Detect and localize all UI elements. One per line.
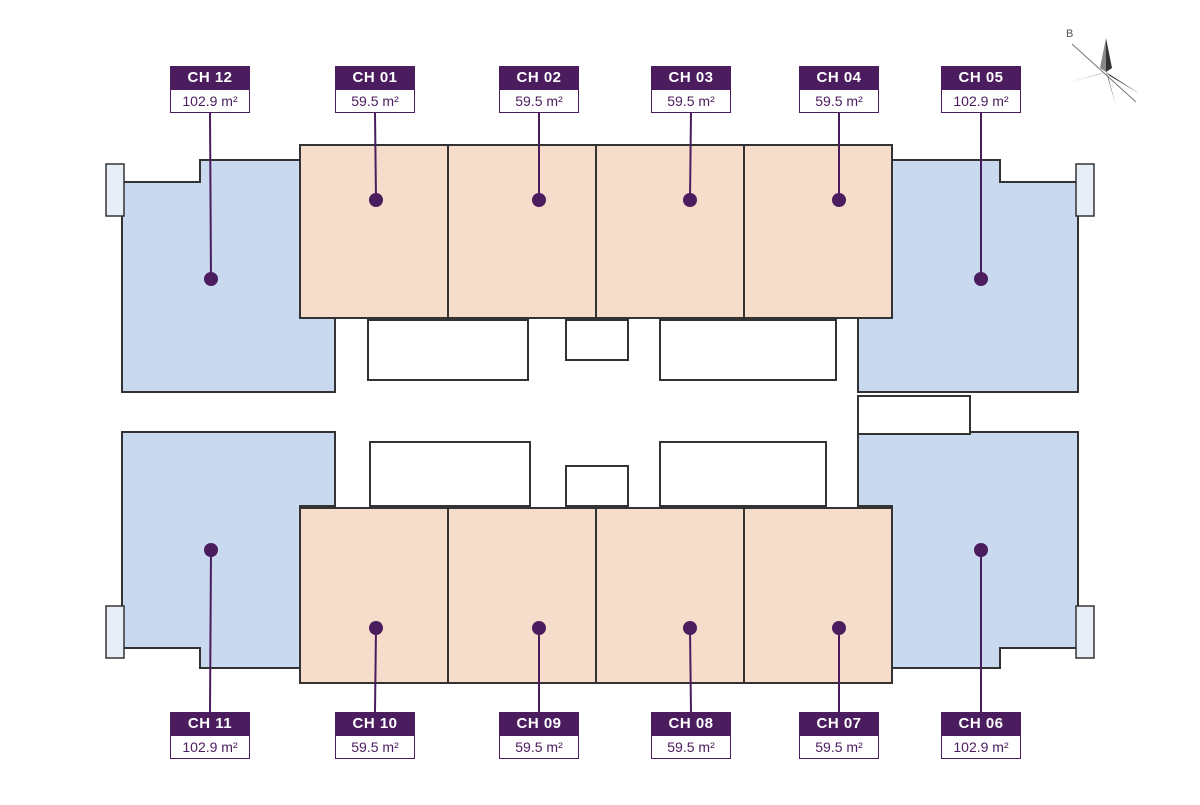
apartment-area: 102.9 m² [170, 90, 250, 113]
marker-dot-ch06 [974, 543, 988, 557]
compass-letter: B [1066, 28, 1074, 40]
lift-core-lower-right [659, 441, 827, 507]
unit-ch07-zone [743, 507, 893, 684]
marker-dot-ch03 [683, 193, 697, 207]
marker-dot-ch07 [832, 621, 846, 635]
apartment-area: 59.5 m² [799, 90, 879, 113]
apartment-code: CH 12 [170, 66, 250, 90]
unit-ch04-zone [743, 144, 893, 319]
marker-dot-ch02 [532, 193, 546, 207]
leader-line-ch01 [374, 112, 377, 201]
unit-ch06-zone [857, 431, 1079, 669]
apartment-area: 102.9 m² [941, 736, 1021, 759]
apartment-area: 59.5 m² [651, 90, 731, 113]
leader-line-ch08 [689, 627, 692, 713]
apartment-code: CH 10 [335, 712, 415, 736]
lower-wing [105, 395, 1095, 684]
lift-core-lower-left [369, 441, 531, 507]
leader-line-ch11 [209, 549, 212, 713]
marker-dot-ch09 [532, 621, 546, 635]
marker-dot-ch11 [204, 543, 218, 557]
apartment-area: 59.5 m² [335, 90, 415, 113]
marker-dot-ch04 [832, 193, 846, 207]
apartment-code: CH 02 [499, 66, 579, 90]
balcony-ch06 [1075, 605, 1095, 659]
balcony-ch11 [105, 605, 125, 659]
apartment-area: 59.5 m² [499, 736, 579, 759]
unit-ch05-zone [857, 159, 1079, 393]
apartment-area: 102.9 m² [170, 736, 250, 759]
unit-ch02-zone [447, 144, 597, 319]
apartment-code: CH 01 [335, 66, 415, 90]
apartment-code: CH 09 [499, 712, 579, 736]
apartment-area: 59.5 m² [335, 736, 415, 759]
apartment-area: 102.9 m² [941, 90, 1021, 113]
apartment-code: CH 07 [799, 712, 879, 736]
unit-ch01-zone [299, 144, 449, 319]
upper-wing [105, 144, 1095, 393]
stair-core-right [857, 395, 971, 435]
marker-dot-ch01 [369, 193, 383, 207]
unit-ch08-zone [595, 507, 745, 684]
apartment-area: 59.5 m² [651, 736, 731, 759]
marker-dot-ch10 [369, 621, 383, 635]
marker-dot-ch05 [974, 272, 988, 286]
stair-core-upper-left [367, 319, 529, 381]
apartment-area: 59.5 m² [499, 90, 579, 113]
leader-line-ch12 [209, 112, 212, 280]
leader-line-ch10 [374, 627, 377, 713]
balcony-ch05 [1075, 163, 1095, 217]
lift-core-upper [565, 319, 629, 361]
marker-dot-ch08 [683, 621, 697, 635]
unit-ch10-zone [299, 507, 449, 684]
marker-dot-ch12 [204, 272, 218, 286]
leader-line-ch03 [689, 112, 692, 201]
apartment-code: CH 05 [941, 66, 1021, 90]
apartment-area: 59.5 m² [799, 736, 879, 759]
apartment-code: CH 08 [651, 712, 731, 736]
lift-core-lower-mid [565, 465, 629, 507]
leader-lines [204, 112, 988, 713]
unit-ch03-zone [595, 144, 745, 319]
compass-rose-icon [1070, 38, 1140, 106]
apartment-code: CH 06 [941, 712, 1021, 736]
apartment-code: CH 03 [651, 66, 731, 90]
apartment-code: CH 04 [799, 66, 879, 90]
balcony-ch12 [105, 163, 125, 217]
stair-core-upper-right [659, 319, 837, 381]
unit-ch09-zone [447, 507, 597, 684]
apartment-code: CH 11 [170, 712, 250, 736]
